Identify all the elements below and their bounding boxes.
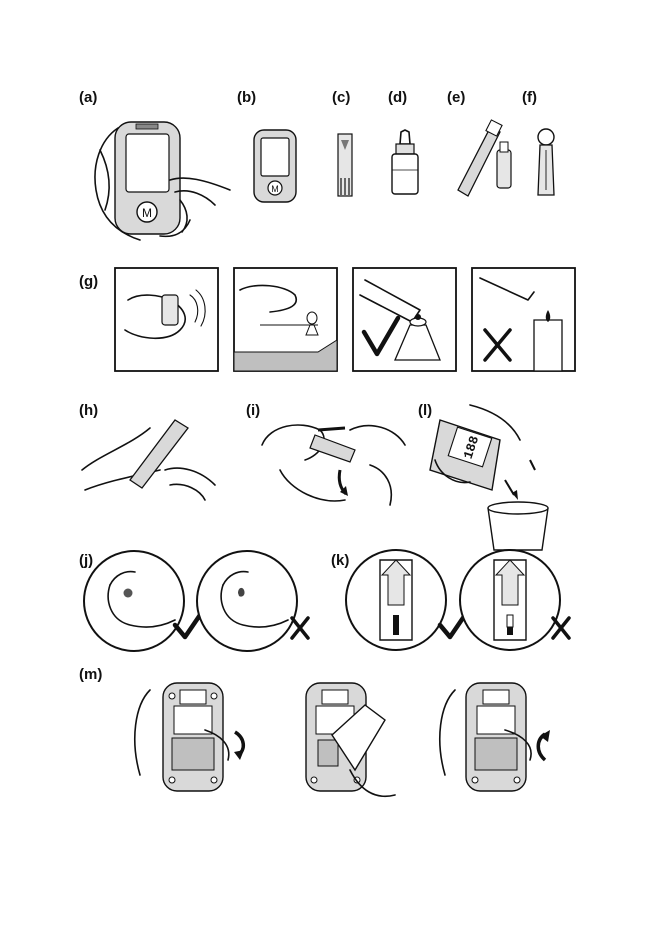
- illustration-g-shake-bottle: [115, 268, 218, 371]
- illustration-g-correct-drop: [353, 268, 456, 371]
- illustration-k-correct-strip-fill: [346, 550, 465, 650]
- illustration-b-meter: M: [254, 130, 296, 202]
- illustration-m-open-battery-cover: [135, 683, 244, 791]
- illustration-m-close-battery-cover: [440, 683, 550, 791]
- illustration-m-remove-battery: [306, 683, 395, 796]
- illustration-h-lancing-finger: [82, 420, 215, 500]
- illustration-d-control-solution-bottle: [392, 130, 418, 194]
- illustration-j-wrong-blood-drop: [197, 551, 308, 651]
- illustration-a-hand-holding-meter: M: [95, 122, 230, 240]
- illustration-l-discard-strip: 188: [430, 405, 548, 550]
- illustration-i-inserting-lancet: [262, 425, 405, 505]
- illustration-j-correct-blood-drop: [84, 551, 200, 651]
- illustration-c-test-strip: [338, 134, 352, 196]
- illustration-e-lancing-device: [458, 120, 511, 196]
- illustration-g-wrong-drop: [472, 268, 575, 371]
- check-icon: [440, 615, 465, 637]
- meter-logo-a: M: [142, 206, 152, 220]
- illustration-g-squeeze-drop: [234, 268, 337, 371]
- meter-logo-b: M: [271, 184, 279, 194]
- illustration-f-lancet: [538, 129, 554, 195]
- illustration-k-wrong-strip-fill: [460, 550, 569, 650]
